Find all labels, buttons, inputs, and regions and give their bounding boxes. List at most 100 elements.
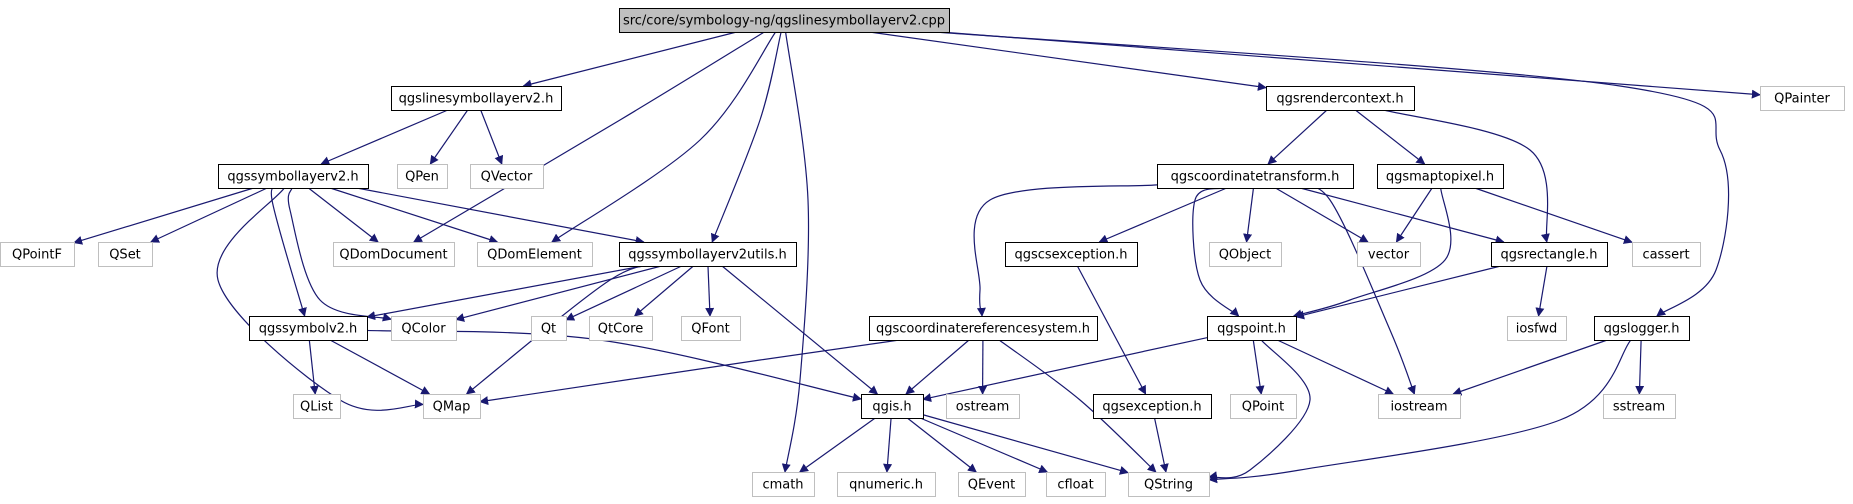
edge-line bbox=[1635, 339, 1645, 395]
node-qgscoordinatereferencesystemh[interactable]: qgscoordinatereferencesystem.h bbox=[869, 316, 1098, 341]
node-qgscoordinatetransformh[interactable]: qgscoordinatetransform.h bbox=[1157, 164, 1354, 189]
edge-qgscoordinatetransformh-to-qgscoordinatereferencesystemh bbox=[973, 184, 1158, 317]
node-box bbox=[861, 394, 924, 419]
edge-qgscoordinatetransformh-to-vector bbox=[1275, 187, 1369, 243]
edge-line bbox=[869, 31, 1267, 91]
node-label: qgscoordinatereferencesystem.h bbox=[876, 322, 1090, 337]
node-box bbox=[1209, 242, 1282, 267]
node-label: qgsrectangle.h bbox=[1500, 248, 1597, 263]
node-qgsrectangleh[interactable]: qgsrectangle.h bbox=[1491, 242, 1608, 267]
node-qgssymbolv2h[interactable]: qgssymbolv2.h bbox=[249, 316, 368, 341]
edge-line bbox=[1098, 187, 1227, 243]
edge-qgsmaptopixelh-to-cassert bbox=[1474, 187, 1633, 244]
node-qgsexceptionh[interactable]: qgsexception.h bbox=[1093, 394, 1212, 419]
edge-line bbox=[320, 109, 449, 165]
edge-qgspointh-to-iostream bbox=[1277, 339, 1395, 395]
node-box bbox=[1266, 86, 1415, 111]
node-qgssymbollayerv2utilsh[interactable]: qgssymbollayerv2utils.h bbox=[619, 242, 797, 267]
node-qgssymbollayerv2h[interactable]: qgssymbollayerv2.h bbox=[218, 164, 369, 189]
edge-qgish-to-cmath bbox=[799, 417, 876, 473]
node-box bbox=[752, 472, 815, 497]
edge-line bbox=[1300, 187, 1505, 245]
edge-qgscoordinatetransformh-to-qgscsexceptionh bbox=[1098, 187, 1227, 243]
node-label: QtCore bbox=[598, 322, 643, 337]
edge-qgssymbolv2h-to-qlist bbox=[308, 339, 319, 395]
node-box bbox=[249, 316, 368, 341]
node-label: iosfwd bbox=[1516, 322, 1558, 337]
node-ostream: ostream bbox=[946, 394, 1020, 419]
node-qgscsexceptionh[interactable]: qgscsexception.h bbox=[1005, 242, 1138, 267]
node-qevent: QEvent bbox=[958, 472, 1026, 497]
node-box bbox=[218, 164, 369, 189]
node-qlist: QList bbox=[293, 394, 341, 419]
node-label: qgscoordinatetransform.h bbox=[1171, 170, 1340, 185]
edge-line bbox=[1192, 187, 1240, 317]
node-box bbox=[1378, 394, 1461, 419]
node-label: QVector bbox=[481, 170, 533, 185]
node-label: QObject bbox=[1219, 248, 1272, 263]
node-label: sstream bbox=[1613, 400, 1665, 415]
edge-qgscsexceptionh-to-qgsexceptionh bbox=[1076, 265, 1147, 395]
node-box bbox=[1507, 316, 1567, 341]
edge-line bbox=[565, 265, 682, 321]
node-qgsrendercontexth[interactable]: qgsrendercontext.h bbox=[1266, 86, 1415, 111]
node-qgish[interactable]: qgis.h bbox=[861, 394, 924, 419]
node-label: qgslogger.h bbox=[1604, 322, 1680, 337]
edge-line bbox=[551, 31, 777, 243]
edge-line bbox=[1208, 339, 1311, 481]
edge-line bbox=[1252, 339, 1265, 395]
node-box bbox=[681, 316, 741, 341]
edge-qgsrectangleh-to-iosfwd bbox=[1535, 265, 1548, 317]
edge-qgssymbollayerv2utilsh-to-qgish bbox=[721, 265, 879, 395]
node-label: QSet bbox=[109, 248, 141, 263]
node-label: qgssymbollayerv2.h bbox=[227, 170, 358, 185]
node-label: Qt bbox=[541, 322, 556, 337]
edge-qgsrectangleh-to-qgspointh bbox=[1295, 265, 1501, 320]
edge-line bbox=[1292, 185, 1416, 395]
node-root[interactable]: src/core/symbology-ng/qgslinesymbollayer… bbox=[619, 8, 950, 33]
edge-line bbox=[1452, 339, 1608, 396]
node-qgspointh[interactable]: qgspoint.h bbox=[1207, 316, 1297, 341]
node-qgsloggerh[interactable]: qgslogger.h bbox=[1594, 316, 1690, 341]
node-label: qgspoint.h bbox=[1217, 322, 1286, 337]
node-box bbox=[477, 242, 593, 267]
node-label: QPoint bbox=[1242, 400, 1285, 415]
edge-line bbox=[150, 187, 268, 243]
node-label: cfloat bbox=[1057, 478, 1093, 493]
edge-line bbox=[329, 339, 431, 395]
edge-line bbox=[721, 265, 879, 395]
edge-qgscoordinatetransformh-to-iostream bbox=[1292, 185, 1416, 395]
node-label: QPen bbox=[405, 170, 439, 185]
node-label: qgsexception.h bbox=[1102, 400, 1201, 415]
node-qpoint: QPoint bbox=[1230, 394, 1297, 419]
node-box bbox=[423, 394, 481, 419]
edge-line bbox=[308, 339, 319, 395]
edge-qgssymbollayerv2h-to-qdomelement bbox=[329, 187, 499, 244]
node-qdomdocument: QDomDocument bbox=[333, 242, 455, 267]
node-label: ostream bbox=[956, 400, 1010, 415]
node-label: QDomDocument bbox=[339, 248, 447, 263]
node-label: QColor bbox=[401, 322, 446, 337]
edge-qgscoordinatetransformh-to-qgspointh bbox=[1192, 187, 1240, 317]
node-label: QEvent bbox=[968, 478, 1015, 493]
edge-qgscoordinatereferencesystemh-to-qgish bbox=[905, 339, 970, 395]
edge-qgish-to-qnumerich bbox=[883, 417, 893, 473]
edge-root-to-qgsloggerh bbox=[935, 31, 1730, 317]
node-qgsmaptopixelh[interactable]: qgsmaptopixel.h bbox=[1377, 164, 1504, 189]
edge-qgspointh-to-qpoint bbox=[1252, 339, 1265, 395]
node-label: QPointF bbox=[12, 248, 62, 263]
edge-line bbox=[1277, 339, 1395, 395]
edge-line bbox=[455, 265, 662, 322]
node-qgslinesymbollayerv2h[interactable]: qgslinesymbollayerv2.h bbox=[391, 86, 562, 111]
edge-line bbox=[1355, 109, 1426, 165]
edge-qgsmaptopixelh-to-qgspointh bbox=[1292, 187, 1452, 319]
node-box bbox=[1491, 242, 1608, 267]
node-qnumerich: qnumeric.h bbox=[837, 472, 936, 497]
edge-root-to-qdomelement bbox=[551, 31, 777, 243]
node-label: qgslinesymbollayerv2.h bbox=[399, 92, 554, 107]
edge-root-to-qgsrendercontexth bbox=[869, 31, 1267, 91]
edge-root-to-cmath bbox=[781, 31, 810, 473]
edge-line bbox=[287, 187, 392, 322]
edge-line bbox=[480, 109, 504, 165]
